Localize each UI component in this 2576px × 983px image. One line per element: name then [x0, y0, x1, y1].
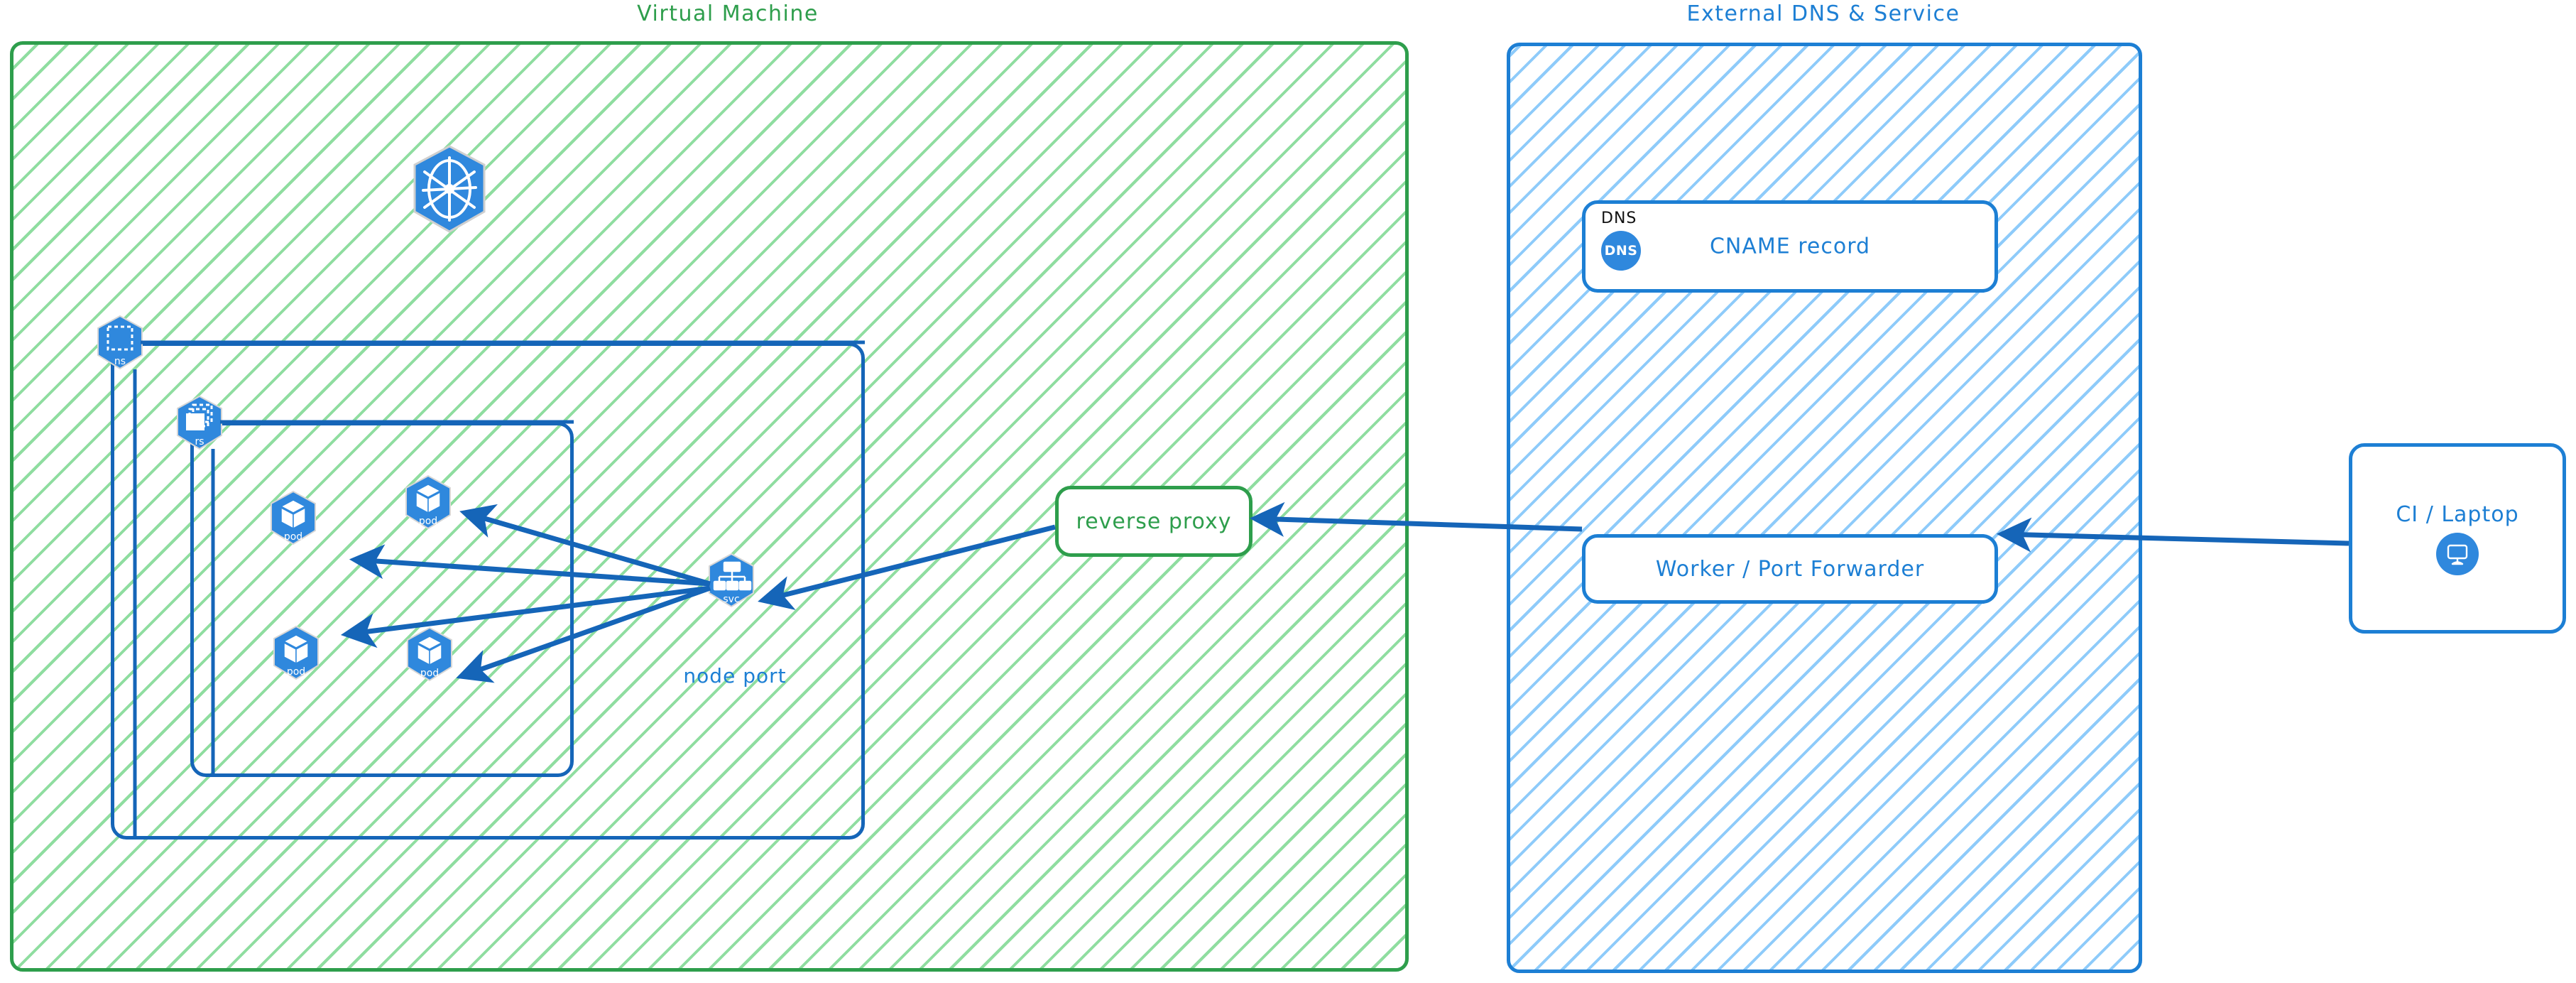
desktop-monitor-icon	[2436, 532, 2479, 575]
reverse-proxy-node[interactable]: reverse proxy	[1055, 486, 1252, 557]
service-badge: svc	[706, 553, 756, 608]
replicaset-frame	[190, 422, 574, 777]
dns-card-title: DNS	[1601, 210, 1637, 227]
replicaset-stacked-boxes-icon	[186, 403, 213, 430]
pod-cube-icon	[416, 636, 443, 666]
service-hierarchy-icon	[713, 561, 752, 591]
external-dns-service-group	[1507, 43, 2142, 973]
vm-group-title: Virtual Machine	[637, 1, 819, 26]
node-port-caption: node port	[683, 664, 787, 688]
pod-badge-3: pod	[271, 625, 321, 680]
pod-badge-1: pod	[268, 490, 318, 545]
cname-record-label: CNAME record	[1709, 234, 1871, 259]
dns-record-card[interactable]: DNS DNS CNAME record	[1582, 200, 1998, 293]
ci-laptop-node[interactable]: CI / Laptop	[2349, 443, 2566, 634]
pod-badge-4: pod	[405, 626, 454, 682]
external-group-title: External DNS & Service	[1686, 1, 1960, 26]
ci-laptop-label: CI / Laptop	[2396, 501, 2519, 527]
worker-port-forwarder-label: Worker / Port Forwarder	[1655, 556, 1925, 582]
namespace-badge: ns	[95, 315, 145, 370]
dns-circle-icon: DNS	[1601, 231, 1641, 271]
replicaset-badge: rs	[175, 395, 224, 450]
pod-cube-icon	[280, 499, 307, 530]
reverse-proxy-label: reverse proxy	[1076, 509, 1232, 534]
namespace-dashed-square-icon	[107, 325, 133, 351]
worker-port-forwarder-node[interactable]: Worker / Port Forwarder	[1582, 534, 1998, 604]
pod-cube-icon	[283, 634, 310, 665]
pod-badge-2: pod	[403, 474, 453, 530]
pod-cube-icon	[415, 484, 442, 514]
kubernetes-logo-icon	[410, 143, 489, 234]
